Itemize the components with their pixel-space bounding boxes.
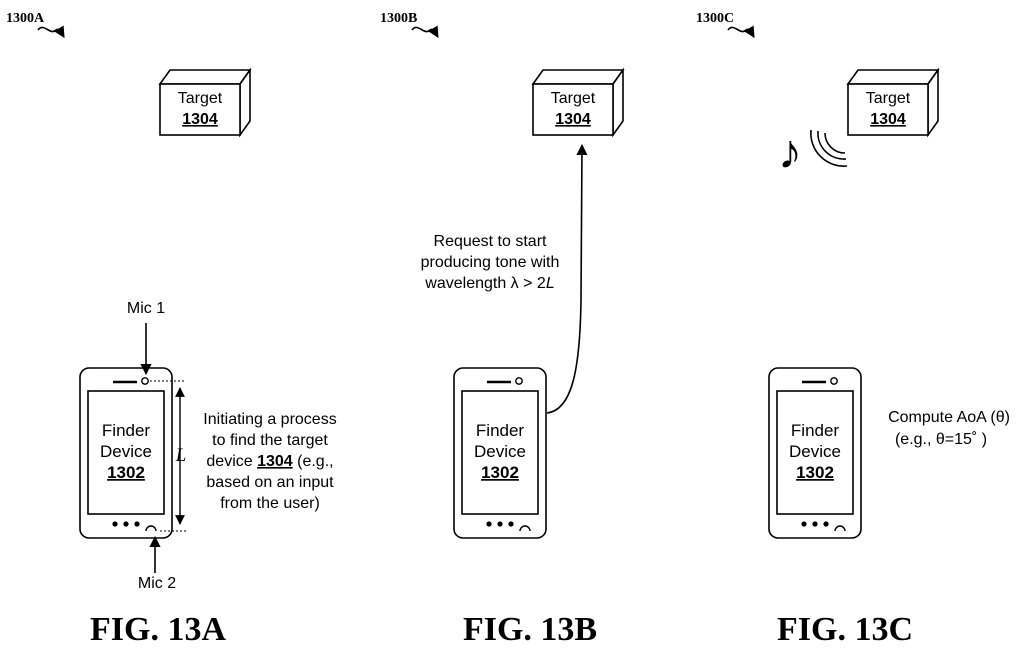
- music-note-icon: ♪: [778, 126, 802, 179]
- device-number: 1302: [107, 463, 145, 482]
- panel-ref-1300b: 1300B: [380, 11, 417, 26]
- svg-text:wavelength λ > 2L: wavelength λ > 2L: [424, 275, 554, 292]
- request-note: Request to start producing tone with wav…: [421, 233, 560, 292]
- phone-camera: [142, 378, 148, 384]
- svg-text:Initiating a process: Initiating a process: [203, 411, 336, 428]
- svg-text:device 1304 (e.g.,: device 1304 (e.g.,: [206, 453, 333, 470]
- device-label-line1: Finder: [791, 421, 840, 440]
- svg-text:to find the target: to find the target: [212, 432, 328, 449]
- svg-text:Compute AoA (θ): Compute AoA (θ): [888, 409, 1010, 426]
- device-number: 1302: [796, 463, 834, 482]
- panel-13c: 1300C Target 1304 ♪ Finder Device 1302: [696, 11, 1010, 648]
- device-label-line1: Finder: [476, 421, 525, 440]
- mic1-label: Mic 1: [127, 300, 165, 317]
- svg-text:based on an input: based on an input: [206, 474, 334, 491]
- target-label: Target: [551, 90, 596, 107]
- initiating-note: Initiating a process to find the target …: [203, 411, 336, 512]
- target-number: 1304: [555, 111, 591, 128]
- svg-text:(e.g., θ=15˚ ): (e.g., θ=15˚ ): [895, 431, 987, 448]
- svg-text:from the user): from the user): [220, 495, 320, 512]
- phone-finder-device: Finder Device 1302: [454, 368, 546, 538]
- phone-camera: [516, 378, 522, 384]
- device-label-line2: Device: [789, 442, 841, 461]
- device-label-line2: Device: [100, 442, 152, 461]
- compute-aoa-note: Compute AoA (θ) (e.g., θ=15˚ ): [888, 409, 1010, 448]
- phone-finder-device: Finder Device 1302: [769, 368, 861, 538]
- target-label: Target: [178, 90, 223, 107]
- panel-13b: 1300B Target 1304 Finder Device 1302 Req…: [380, 11, 623, 648]
- panel-13a: 1300A Target 1304 Finder Device 1302 Mic…: [6, 11, 337, 648]
- svg-text:producing tone with: producing tone with: [421, 254, 560, 271]
- device-number: 1302: [481, 463, 519, 482]
- phone-finder-device: Finder Device 1302: [80, 368, 172, 538]
- device-label-line1: Finder: [102, 421, 151, 440]
- figure-caption: FIG. 13B: [463, 611, 597, 648]
- sound-waves-icon: [811, 130, 847, 166]
- mic2-label: Mic 2: [138, 575, 176, 592]
- target-number: 1304: [870, 111, 906, 128]
- target-number: 1304: [182, 111, 218, 128]
- ref-squiggle-arrow: [38, 27, 64, 37]
- figure-caption: FIG. 13A: [90, 611, 226, 648]
- target-label: Target: [866, 90, 911, 107]
- target-box: Target 1304: [533, 70, 623, 135]
- length-symbol: L: [175, 445, 187, 466]
- ref-squiggle-arrow: [728, 27, 754, 37]
- panel-ref-1300c: 1300C: [696, 11, 734, 26]
- ref-squiggle-arrow: [412, 27, 438, 37]
- target-box: Target 1304: [848, 70, 938, 135]
- phone-camera: [831, 378, 837, 384]
- svg-text:Request to start: Request to start: [434, 233, 548, 250]
- target-box: Target 1304: [160, 70, 250, 135]
- panel-ref-1300a: 1300A: [6, 11, 45, 26]
- figure-caption: FIG. 13C: [777, 611, 913, 648]
- device-label-line2: Device: [474, 442, 526, 461]
